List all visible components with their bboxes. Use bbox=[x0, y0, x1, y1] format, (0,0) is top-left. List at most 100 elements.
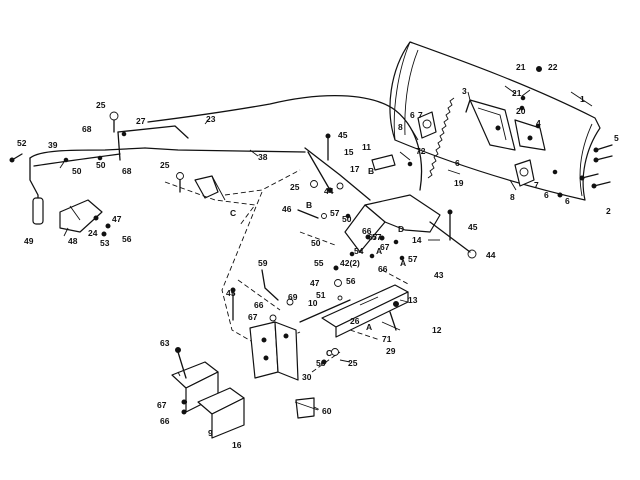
callout-4: 4 bbox=[536, 118, 541, 128]
callout-56a: 56 bbox=[122, 234, 132, 244]
callout-66b: 66 bbox=[160, 416, 170, 426]
callout-27: 27 bbox=[136, 116, 146, 126]
callout-49: 49 bbox=[24, 236, 34, 246]
callout-22: 22 bbox=[548, 62, 558, 72]
ref-A1: A bbox=[366, 322, 372, 332]
callout-23: 23 bbox=[206, 114, 216, 124]
callout-25c: 25 bbox=[290, 182, 300, 192]
callout-56c: 56 bbox=[316, 358, 326, 368]
skid-shoe-lower bbox=[509, 159, 535, 191]
callout-38: 38 bbox=[258, 152, 268, 162]
ref-A2: A bbox=[376, 246, 382, 256]
hitch-pin bbox=[261, 269, 279, 301]
callout-63: 63 bbox=[160, 338, 170, 348]
callout-6c: 6 bbox=[565, 196, 570, 206]
callout-6b: 6 bbox=[544, 190, 549, 200]
lift-handle-assembly bbox=[9, 111, 189, 225]
callout-54: 54 bbox=[354, 246, 364, 256]
callout-39: 39 bbox=[48, 140, 58, 150]
callout-53: 53 bbox=[100, 238, 110, 248]
callout-21a: 21 bbox=[516, 62, 526, 72]
callout-72: 72 bbox=[416, 146, 426, 156]
callout-48: 48 bbox=[68, 236, 78, 246]
return-spring bbox=[427, 97, 471, 179]
ref-C2: C bbox=[326, 348, 332, 358]
callout-52: 52 bbox=[17, 138, 27, 148]
callout-16: 16 bbox=[232, 440, 242, 450]
mounting-frame bbox=[299, 284, 409, 338]
control-rod bbox=[144, 147, 306, 153]
callout-44b: 44 bbox=[486, 250, 496, 260]
callout-68a: 68 bbox=[82, 124, 92, 134]
callout-67d: 67 bbox=[380, 242, 390, 252]
callout-7a: 7 bbox=[418, 110, 423, 120]
callout-9: 9 bbox=[208, 428, 213, 438]
callout-11: 11 bbox=[362, 142, 371, 152]
callout-55: 55 bbox=[314, 258, 324, 268]
callout-6a: 6 bbox=[410, 110, 415, 120]
callout-50a: 50 bbox=[72, 166, 82, 176]
callout-47b: 47 bbox=[310, 278, 320, 288]
handle-lever-bracket bbox=[59, 199, 111, 237]
control-cable bbox=[147, 95, 423, 191]
callout-7b: 7 bbox=[534, 180, 539, 190]
callout-71: 71 bbox=[382, 334, 392, 344]
callout-45a: 45 bbox=[338, 130, 348, 140]
callout-25b: 25 bbox=[160, 160, 170, 170]
callout-21b: 21 bbox=[512, 88, 522, 98]
push-frame bbox=[304, 147, 441, 253]
callout-3: 3 bbox=[462, 86, 467, 96]
callout-2: 2 bbox=[606, 206, 611, 216]
callout-51: 51 bbox=[316, 290, 326, 300]
callout-67a: 67 bbox=[248, 312, 258, 322]
callout-50d: 50 bbox=[311, 238, 321, 248]
callout-57b: 57 bbox=[372, 232, 382, 242]
callout-50b: 50 bbox=[96, 160, 106, 170]
callout-57a: 57 bbox=[330, 208, 340, 218]
callout-labels: 1 2 3 4 5 6 6 6 6 7 7 8 8 9 10 11 12 13 … bbox=[17, 62, 619, 450]
lift-rod-knob bbox=[467, 249, 477, 259]
callout-29: 29 bbox=[386, 346, 396, 356]
callout-5: 5 bbox=[614, 133, 619, 143]
callout-66a: 66 bbox=[254, 300, 264, 310]
callout-8b: 8 bbox=[510, 192, 515, 202]
callout-26: 26 bbox=[350, 316, 360, 326]
callout-60: 60 bbox=[322, 406, 332, 416]
callout-69: 69 bbox=[288, 292, 298, 302]
callout-43: 43 bbox=[434, 270, 444, 280]
callout-59: 59 bbox=[258, 258, 268, 268]
callout-19: 19 bbox=[454, 178, 464, 188]
ref-A3: A bbox=[400, 258, 406, 268]
callout-30: 30 bbox=[302, 372, 312, 382]
callout-44a: 44 bbox=[324, 186, 334, 196]
callout-66c: 66 bbox=[362, 226, 372, 236]
ref-B2: B bbox=[306, 200, 312, 210]
callout-14: 14 bbox=[412, 235, 422, 245]
callout-24: 24 bbox=[88, 228, 98, 238]
blade-hinge-assembly bbox=[469, 99, 558, 175]
side-mount-brackets bbox=[171, 321, 299, 439]
callout-57c: 57 bbox=[408, 254, 418, 264]
cable-pulley-bracket bbox=[176, 172, 226, 201]
skid-shoe-upper bbox=[411, 111, 437, 141]
blade-bolts-right bbox=[519, 105, 613, 198]
callout-47a: 47 bbox=[112, 214, 122, 224]
callout-1: 1 bbox=[580, 94, 585, 104]
callout-45b: 45 bbox=[468, 222, 478, 232]
callout-67b: 67 bbox=[157, 400, 167, 410]
callout-15: 15 bbox=[344, 147, 354, 157]
callout-17: 17 bbox=[350, 164, 360, 174]
callout-68b: 68 bbox=[122, 166, 132, 176]
callout-10: 10 bbox=[308, 298, 318, 308]
callout-25d: 25 bbox=[348, 358, 358, 368]
misc-hardware bbox=[63, 131, 453, 419]
callout-46: 46 bbox=[282, 204, 292, 214]
callout-56b: 56 bbox=[346, 276, 356, 286]
callout-42: 42(2) bbox=[340, 258, 360, 268]
callout-25a: 25 bbox=[96, 100, 106, 110]
ref-B1: B bbox=[368, 166, 374, 176]
leader-lines bbox=[59, 85, 593, 411]
ref-C1: C bbox=[230, 208, 236, 218]
callout-67c: 67 bbox=[368, 232, 378, 242]
